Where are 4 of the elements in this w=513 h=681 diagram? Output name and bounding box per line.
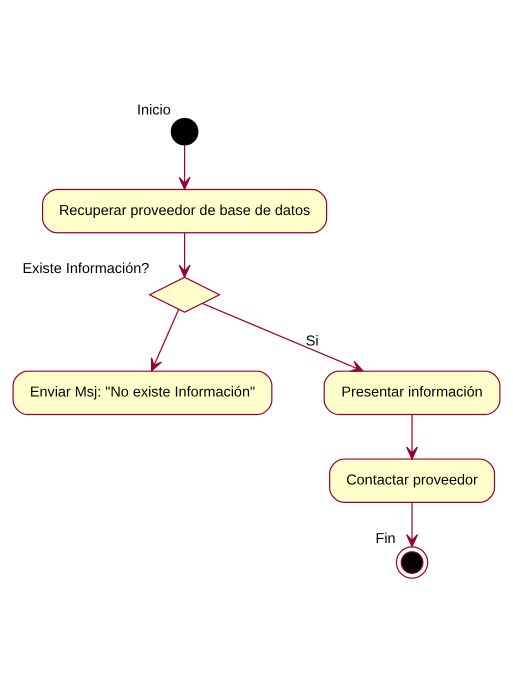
node-label: Fin — [376, 530, 396, 547]
node-label: Existe Información? — [22, 261, 150, 278]
edge-label: Si — [306, 333, 319, 350]
node-label: Inicio — [137, 102, 171, 118]
